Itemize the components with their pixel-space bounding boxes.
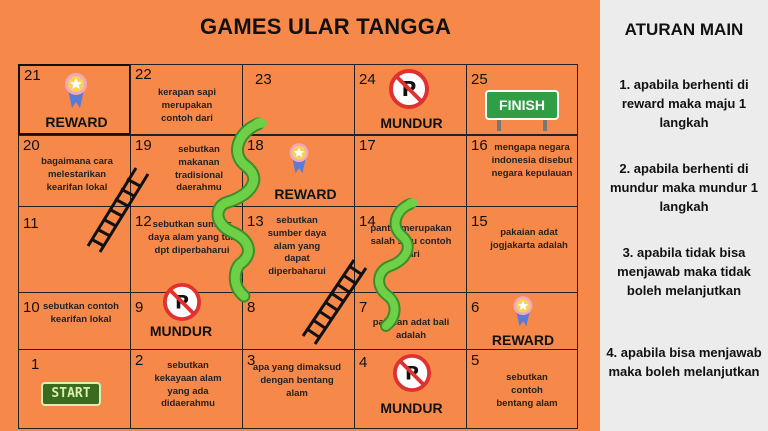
cell-question: sebutkan sumber daya alam yang tdk dpt d… (148, 219, 236, 256)
cell-number: 9 (135, 299, 144, 316)
cell-2[interactable]: 2 sebutkan kekayaan alam yang ada didaer… (130, 349, 243, 429)
cell-number: 19 (135, 137, 152, 154)
cell-number: 15 (471, 213, 488, 230)
cell-19[interactable]: 19 sebutkan makanan tradisional daerahmu (130, 135, 243, 207)
mundur-label: MUNDUR (380, 400, 443, 416)
rules-panel: ATURAN MAIN 1. apabila berhenti di rewar… (600, 0, 768, 431)
cell-number: 14 (359, 213, 376, 230)
cell-number: 2 (135, 352, 144, 369)
cell-21[interactable]: 21 REWARD (18, 64, 131, 135)
rule-item: 1. apabila berhenti di reward maka maju … (619, 77, 749, 130)
cell-question: bagaimana cara melestarikan kearifan lok… (41, 156, 113, 193)
cell-1[interactable]: 1 START (18, 349, 131, 429)
cell-question: sebutkan contoh bentang alam (496, 372, 558, 409)
cell-number: 5 (471, 352, 480, 369)
cell-number: 20 (23, 137, 40, 154)
reward-medal-icon (513, 296, 533, 327)
cell-question: sebutkan makanan tradisional daerahmu (174, 144, 224, 194)
cell-number: 8 (247, 299, 256, 316)
rule-item: 3. apabila tidak bisa menjawab maka tida… (617, 245, 751, 298)
cell-6[interactable]: 6 REWARD (466, 292, 578, 350)
rule-item: 4. apabila bisa menjawab maka boleh mela… (606, 345, 762, 379)
game-title: GAMES ULAR TANGGA (200, 14, 452, 39)
start-label: START (51, 386, 91, 401)
finish-label: FINISH (499, 97, 545, 113)
cell-number: 21 (24, 67, 41, 84)
cell-18[interactable]: 18 REWARD (242, 135, 355, 207)
no-parking-icon: P (393, 354, 431, 392)
board-grid: 21 REWARD 22 kerapan sapi merupakan cont… (18, 64, 578, 429)
cell-number: 4 (359, 354, 368, 371)
cell-number: 6 (471, 299, 480, 316)
cell-number: 25 (471, 71, 488, 88)
cell-12[interactable]: 12 sebutkan sumber daya alam yang tdk dp… (130, 206, 243, 293)
reward-label: REWARD (491, 332, 555, 348)
cell-number: 10 (23, 299, 40, 316)
cell-24[interactable]: 24 P MUNDUR (354, 64, 467, 135)
cell-20[interactable]: 20 bagaimana cara melestarikan kearifan … (18, 135, 131, 207)
mundur-label: MUNDUR (149, 323, 213, 339)
cell-number: 1 (31, 356, 40, 373)
cell-5[interactable]: 5 sebutkan contoh bentang alam (466, 349, 578, 429)
cell-question: mengapa negara indonesia disebut negara … (491, 142, 573, 179)
cell-number: 18 (247, 137, 264, 154)
cell-16[interactable]: 16 mengapa negara indonesia disebut nega… (466, 135, 578, 207)
cell-4[interactable]: 4 P MUNDUR (354, 349, 467, 429)
cell-25[interactable]: 25 FINISH (466, 64, 578, 135)
no-parking-icon: P (163, 283, 201, 321)
cell-question: sebutkan kekayaan alam yang ada didaerah… (154, 360, 222, 410)
cell-question: pakaian adat bali adalah (372, 317, 450, 341)
cell-number: 11 (23, 215, 39, 232)
cell-11[interactable]: 11 (18, 206, 131, 293)
cell-number: 3 (247, 352, 256, 369)
cell-15[interactable]: 15 pakaian adat jogjakarta adalah (466, 206, 578, 293)
cell-question: sebutkan sumber daya alam yang dapat dip… (267, 215, 327, 278)
cell-23[interactable]: 23 (242, 64, 355, 135)
cell-question: apa yang dimaksud dengan bentang alam (252, 362, 342, 399)
cell-number: 16 (471, 137, 488, 154)
cell-question: sebutkan contoh kearifan lokal (42, 301, 119, 325)
cell-14[interactable]: 14 pantai merupakan salah satu contoh da… (354, 206, 467, 293)
no-parking-icon: P (389, 69, 429, 109)
cell-question: kerapan sapi merupakan contoh dari (157, 87, 217, 124)
start-button[interactable]: START (41, 382, 101, 406)
reward-label: REWARD (45, 114, 108, 130)
reward-medal-icon (289, 143, 309, 174)
cell-10[interactable]: 10 sebutkan contoh kearifan lokal (18, 292, 131, 350)
cell-3[interactable]: 3 apa yang dimaksud dengan bentang alam (242, 349, 355, 429)
game-board-area: GAMES ULAR TANGGA 21 REWARD 22 kerapan s… (18, 14, 578, 429)
cell-number: 7 (359, 299, 368, 316)
cell-question: pantai merupakan salah satu contoh dari (370, 223, 452, 260)
cell-number: 22 (135, 66, 152, 83)
reward-label: REWARD (274, 186, 337, 202)
cell-7[interactable]: 7 pakaian adat bali adalah (354, 292, 467, 350)
cell-13[interactable]: 13 sebutkan sumber daya alam yang dapat … (242, 206, 355, 293)
reward-medal-icon (65, 73, 87, 108)
cell-number: 17 (359, 137, 376, 154)
cell-number: 24 (359, 71, 376, 88)
cell-question: pakaian adat jogjakarta adalah (490, 227, 568, 251)
cell-9[interactable]: 9 P MUNDUR (130, 283, 243, 350)
mundur-label: MUNDUR (380, 115, 443, 131)
cell-17[interactable]: 17 (354, 135, 467, 207)
cell-number: 23 (255, 71, 272, 88)
finish-sign-icon (485, 90, 559, 131)
cell-22[interactable]: 22 kerapan sapi merupakan contoh dari (130, 64, 243, 135)
rules-title: ATURAN MAIN (624, 20, 744, 39)
rule-item: 2. apabila berhenti di mundur maka mundu… (609, 161, 759, 214)
cell-8[interactable]: 8 (242, 292, 355, 350)
